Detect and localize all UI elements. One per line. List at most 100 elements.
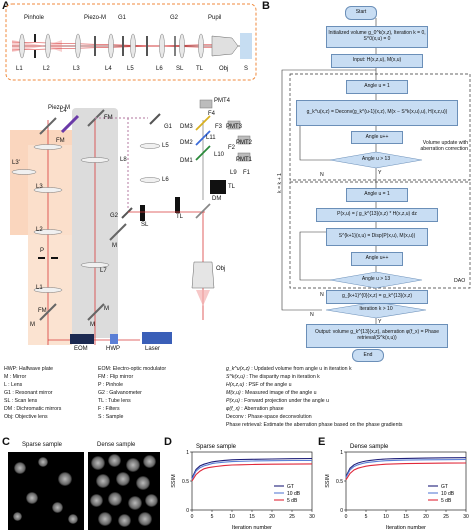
legend-label: 5 dB bbox=[287, 498, 298, 504]
legend-key: S^k(x,u) bbox=[226, 374, 245, 380]
l9-label: L9 bbox=[230, 170, 237, 176]
flow-y1: Y bbox=[378, 170, 382, 176]
lens-label: Obj bbox=[219, 66, 229, 72]
piezo-m-label: Piezo-M bbox=[84, 15, 107, 21]
l2-label: L2 bbox=[36, 227, 43, 233]
pmt1-label: PMT1 bbox=[236, 157, 253, 163]
lens-label: TL bbox=[196, 66, 204, 72]
legend-value: PSF of the angle u bbox=[248, 382, 292, 388]
panel-letter-b: B bbox=[262, 0, 270, 12]
legend-value: Resonant mirror bbox=[15, 390, 53, 396]
f2-label: F2 bbox=[228, 145, 236, 151]
f3-label: F3 bbox=[215, 124, 223, 130]
l7-label: L7 bbox=[100, 268, 107, 274]
pmt2-label: PMT2 bbox=[236, 140, 253, 146]
x-tick-label: 10 bbox=[229, 514, 235, 520]
panel-letter-e: E bbox=[318, 436, 326, 448]
m3-label: M bbox=[112, 243, 117, 249]
legend-value: Pinhole bbox=[105, 382, 124, 388]
y-tick-label: 0 bbox=[186, 508, 189, 514]
fm-label: FM bbox=[104, 115, 113, 121]
tl-label: TL bbox=[176, 214, 184, 220]
x-tick-label: 25 bbox=[443, 514, 449, 520]
legend-key: H(x,z,u) bbox=[226, 382, 245, 388]
g1-main-label: G1 bbox=[164, 124, 173, 130]
fm3-label: FM bbox=[56, 138, 65, 144]
x-tick-label: 30 bbox=[309, 514, 315, 520]
legend-key: TL bbox=[98, 398, 104, 404]
lens-label: L6 bbox=[156, 66, 163, 72]
g2-label: G2 bbox=[170, 15, 179, 21]
x-tick-label: 15 bbox=[403, 514, 409, 520]
chart-title: Sparse sample bbox=[196, 444, 237, 450]
flow-input: Input: H(x,z,u), M(x,u) bbox=[331, 54, 423, 68]
legend-key: F bbox=[98, 406, 102, 412]
y-tick-label: 0.5 bbox=[336, 479, 343, 485]
dm2-label: DM2 bbox=[180, 140, 193, 146]
series-line-gt bbox=[345, 457, 467, 477]
x-tick-label: 30 bbox=[463, 514, 469, 520]
flow-deconv: g_k^u(x,z) = Deconv(g_k^{u-1}(x,z), M(x … bbox=[296, 100, 458, 126]
flow-volume-note: Volume update with aberration correction bbox=[420, 140, 468, 152]
legend-key: EOM bbox=[98, 366, 110, 372]
panel-letter-d: D bbox=[164, 436, 172, 448]
l3prime-label: L3' bbox=[12, 160, 20, 166]
legend-label: GT bbox=[287, 484, 294, 490]
pupil-label: Pupil bbox=[208, 15, 222, 21]
flow-n1: N bbox=[320, 172, 324, 178]
x-axis-label: Iteration number bbox=[232, 525, 272, 531]
dm3-label: DM3 bbox=[180, 124, 193, 130]
series-line-10-db bbox=[191, 459, 313, 480]
sparse-sample-title: Sparse sample bbox=[22, 442, 63, 448]
flow-angle-inc2: Angle u++ bbox=[351, 252, 403, 266]
legend-value: Objective lens bbox=[14, 414, 48, 420]
laser-label: Laser bbox=[145, 346, 161, 352]
legend-value: Halfwave plate bbox=[19, 366, 54, 372]
panel-letter-c: C bbox=[2, 436, 10, 448]
legend-value: Mirror bbox=[12, 374, 27, 380]
flow-disp: S^{k+1}(x,u) = Disp(P(x,u), M(x,u)) bbox=[326, 228, 428, 246]
legend-label: 10 dB bbox=[441, 491, 455, 497]
flow-end: End bbox=[352, 349, 384, 362]
x-tick-label: 20 bbox=[423, 514, 429, 520]
x-tick-label: 25 bbox=[289, 514, 295, 520]
legend-label: GT bbox=[441, 484, 448, 490]
legend-label: 5 dB bbox=[441, 498, 452, 504]
y-tick-label: 1 bbox=[340, 450, 343, 456]
lens-label: L2 bbox=[43, 66, 50, 72]
f4-label: F4 bbox=[208, 111, 216, 117]
legend-key: P(x,u) bbox=[226, 398, 240, 404]
lens-label: L1 bbox=[16, 66, 23, 72]
legend-value: Updated volume from angle u in iteration… bbox=[254, 366, 352, 372]
y-tick-label: 1 bbox=[186, 450, 189, 456]
x-tick-label: 15 bbox=[249, 514, 255, 520]
x-axis-label: Iteration number bbox=[386, 525, 426, 531]
x-tick-label: 5 bbox=[211, 514, 214, 520]
legend-value: The disparity map in iteration k bbox=[249, 374, 320, 380]
flow-proj: P(x,u) = ∫ g_k^{13}(x,z) * H(x,z,u) dz bbox=[316, 208, 438, 222]
y-axis-label: SSIM bbox=[325, 474, 331, 488]
legend-value: Electro-optic modulator bbox=[112, 366, 167, 372]
dm1-label: DM1 bbox=[180, 158, 193, 164]
x-tick-label: 0 bbox=[191, 514, 194, 520]
dm-label: DM bbox=[212, 196, 222, 202]
l4-label: L4 bbox=[60, 108, 67, 114]
legend-key: L bbox=[4, 382, 7, 388]
legend-key: S bbox=[98, 414, 102, 420]
legend-key: FM bbox=[98, 374, 106, 380]
series-line-gt bbox=[191, 457, 313, 479]
panel-letter-a: A bbox=[2, 0, 10, 12]
legend-footer: Phase retrieval: Estimate the aberration… bbox=[226, 422, 403, 428]
eom-label: EOM bbox=[74, 346, 88, 352]
m2-label: M bbox=[90, 322, 95, 328]
flow-cond2: Angle u > 13 bbox=[361, 276, 391, 282]
series-line-10-db bbox=[345, 458, 467, 478]
legend-key: DM bbox=[4, 406, 13, 412]
x-tick-label: 20 bbox=[269, 514, 275, 520]
optical-setup-diagram bbox=[5, 3, 257, 345]
legend-key: G1 bbox=[4, 390, 11, 396]
legend-value: Forward projection under the angle u bbox=[244, 398, 329, 404]
lens-label: L5 bbox=[127, 66, 134, 72]
flow-kpp: k = k + 1 bbox=[276, 173, 283, 193]
